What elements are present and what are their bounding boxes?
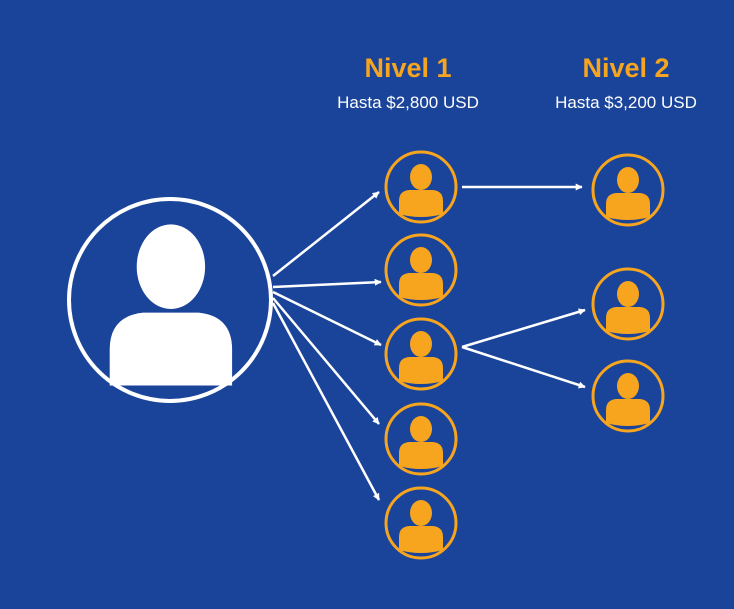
arrow-root-to-l1-1 bbox=[272, 191, 380, 277]
person-icon bbox=[399, 164, 443, 217]
level-2-node-2 bbox=[591, 267, 665, 341]
level-1-header: Nivel 1 Hasta $2,800 USD bbox=[308, 52, 508, 114]
level-1-node-4 bbox=[384, 402, 458, 476]
person-icon bbox=[399, 247, 443, 300]
person-icon bbox=[606, 281, 650, 334]
arrow-root-to-l1-4 bbox=[272, 297, 380, 425]
level-2-node-3 bbox=[591, 359, 665, 433]
level-1-node-2 bbox=[384, 233, 458, 307]
level-2-node-1 bbox=[591, 153, 665, 227]
level-2-subtitle: Hasta $3,200 USD bbox=[555, 93, 697, 112]
arrow-l1-3-to-l2-2 bbox=[461, 308, 586, 349]
level-1-title: Nivel 1 bbox=[364, 53, 452, 83]
person-icon bbox=[399, 500, 443, 553]
arrow-l1-3-to-l2-3 bbox=[461, 345, 586, 389]
root-arrows bbox=[271, 191, 382, 501]
arrow-root-to-l1-3 bbox=[272, 290, 382, 347]
person-icon bbox=[399, 331, 443, 384]
level-1-nodes bbox=[384, 150, 458, 560]
level-1-subtitle: Hasta $2,800 USD bbox=[337, 93, 479, 112]
person-icon bbox=[606, 167, 650, 220]
person-icon bbox=[606, 373, 650, 426]
arrow-root-to-l1-2 bbox=[272, 278, 382, 289]
level-1-node-5 bbox=[384, 486, 458, 560]
level1-arrows bbox=[461, 183, 586, 389]
person-icon bbox=[399, 416, 443, 469]
level-1-node-3 bbox=[384, 317, 458, 391]
root-person-icon bbox=[109, 224, 233, 386]
level-2-nodes bbox=[591, 153, 665, 433]
level-2-header: Nivel 2 Hasta $3,200 USD bbox=[526, 52, 726, 114]
arrow-root-to-l1-5 bbox=[271, 302, 381, 501]
level-1-node-1 bbox=[384, 150, 458, 224]
root-circle bbox=[67, 197, 273, 403]
root-node bbox=[67, 197, 273, 403]
level-2-title: Nivel 2 bbox=[582, 53, 670, 83]
